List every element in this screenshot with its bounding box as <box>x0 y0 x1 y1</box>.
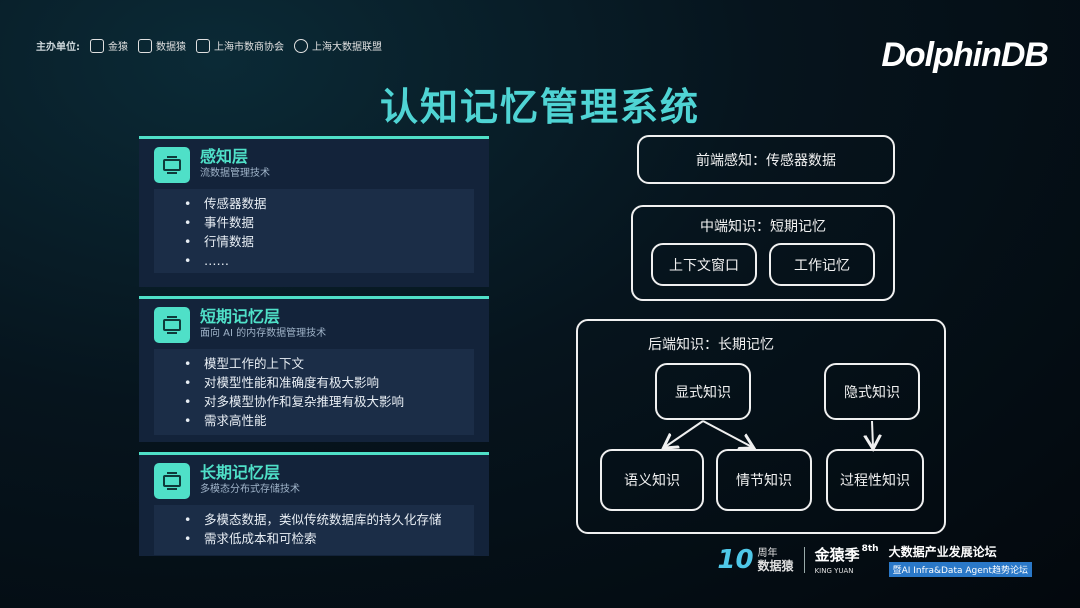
layer-subtitle: 流数据管理技术 <box>200 168 270 179</box>
layer-name: 短期记忆层 <box>200 307 281 326</box>
season-sub: KING YUAN <box>814 566 854 575</box>
list-item: 模型工作的上下文 <box>184 354 474 373</box>
semantic-knowledge-box: 语义知识 <box>600 449 704 511</box>
layer-card-header: 长期记忆层 多模态分布式存储技术 <box>139 455 489 499</box>
layer-card-body: 传感器数据 事件数据 行情数据 …… <box>154 189 474 273</box>
memory-chip-icon <box>154 307 190 343</box>
back-knowledge-group: 后端知识：长期记忆 <box>576 319 946 534</box>
layer-item-list: 模型工作的上下文 对模型性能和准确度有极大影响 对多模型协作和复杂推理有极大影响… <box>154 354 474 430</box>
memory-chip-icon <box>154 463 190 499</box>
layer-card-short-term: 短期记忆层 面向 AI 的内存数据管理技术 模型工作的上下文 对模型性能和准确度… <box>139 296 489 442</box>
front-perception-box: 前端感知：传感器数据 <box>637 135 895 184</box>
implicit-knowledge-box: 隐式知识 <box>824 363 920 420</box>
shanghai-bigdata-alliance-logo: 上海大数据联盟 <box>294 38 382 53</box>
list-item: 多模态数据，类似传统数据库的持久化存储 <box>184 510 474 529</box>
forum-name: 大数据产业发展论坛 <box>888 545 997 559</box>
event-footer: 10 周年 数据猿 金猿季 KING YUAN 8th 大数据产业发展论坛 暨A… <box>717 543 1032 577</box>
layer-item-list: 传感器数据 事件数据 行情数据 …… <box>154 194 474 270</box>
layer-name: 感知层 <box>200 147 249 166</box>
kingyuan-logo-icon <box>90 38 104 53</box>
context-window-box: 上下文窗口 <box>651 243 757 286</box>
layer-item-list: 多模态数据，类似传统数据库的持久化存储 需求低成本和可检索 <box>154 510 474 548</box>
list-item: 事件数据 <box>184 213 474 232</box>
layer-name: 长期记忆层 <box>200 463 281 482</box>
memory-chip-icon <box>154 147 190 183</box>
page-title: 认知记忆管理系统 <box>379 85 700 129</box>
footer-divider <box>803 547 805 573</box>
season-logo: 金猿季 KING YUAN 8th <box>815 544 879 577</box>
datayuan-logo-icon <box>138 38 152 53</box>
list-item: 对模型性能和准确度有极大影响 <box>184 373 474 392</box>
shanghai-association-logo: 上海市数商协会 <box>196 38 284 53</box>
layer-subtitle: 面向 AI 的内存数据管理技术 <box>200 328 327 339</box>
middle-knowledge-group: 中端知识：短期记忆 <box>631 205 895 301</box>
anniversary-logo: 10 周年 数据猿 <box>717 545 793 575</box>
alliance-logo-icon <box>294 38 308 53</box>
sponsor-strip: 主办单位: 金猿 数据猿 上海市数商协会 上海大数据联盟 <box>36 38 382 53</box>
episodic-knowledge-box: 情节知识 <box>716 449 812 511</box>
association-logo-icon <box>196 38 210 53</box>
group-label: 中端知识：短期记忆 <box>700 219 826 235</box>
kingyuan-logo: 金猿 <box>90 38 128 53</box>
list-item: 传感器数据 <box>184 194 474 213</box>
layer-card-header: 感知层 流数据管理技术 <box>139 139 489 183</box>
forum-subtitle: 暨AI Infra&Data Agent趋势论坛 <box>888 562 1032 577</box>
layer-card-body: 多模态数据，类似传统数据库的持久化存储 需求低成本和可检索 <box>154 505 474 555</box>
layer-card-body: 模型工作的上下文 对模型性能和准确度有极大影响 对多模型协作和复杂推理有极大影响… <box>154 349 474 435</box>
working-memory-box: 工作记忆 <box>769 243 875 286</box>
layer-card-perception: 感知层 流数据管理技术 传感器数据 事件数据 行情数据 …… <box>139 136 489 287</box>
anniversary-brand: 数据猿 <box>757 559 794 573</box>
explicit-knowledge-box: 显式知识 <box>655 363 751 420</box>
procedural-knowledge-box: 过程性知识 <box>826 449 924 511</box>
forum-title: 大数据产业发展论坛 暨AI Infra&Data Agent趋势论坛 <box>888 543 1032 577</box>
layer-subtitle: 多模态分布式存储技术 <box>200 484 300 495</box>
dolphindb-logo: DolphinDB <box>881 36 1049 74</box>
season-name: 金猿季 <box>814 545 860 564</box>
season-edition: 8th <box>861 543 879 554</box>
datayuan-logo: 数据猿 <box>138 38 186 53</box>
list-item: 行情数据 <box>184 232 474 251</box>
anniversary-text: 周年 <box>757 548 778 559</box>
layer-card-long-term: 长期记忆层 多模态分布式存储技术 多模态数据，类似传统数据库的持久化存储 需求低… <box>139 452 489 556</box>
group-label: 后端知识：长期记忆 <box>648 337 774 353</box>
list-item: …… <box>184 251 474 270</box>
list-item: 对多模型协作和复杂推理有极大影响 <box>184 392 474 411</box>
list-item: 需求高性能 <box>184 411 474 430</box>
list-item: 需求低成本和可检索 <box>184 529 474 548</box>
layer-card-header: 短期记忆层 面向 AI 的内存数据管理技术 <box>139 299 489 343</box>
anniversary-number: 10 <box>717 545 754 575</box>
sponsor-label: 主办单位: <box>36 42 80 53</box>
